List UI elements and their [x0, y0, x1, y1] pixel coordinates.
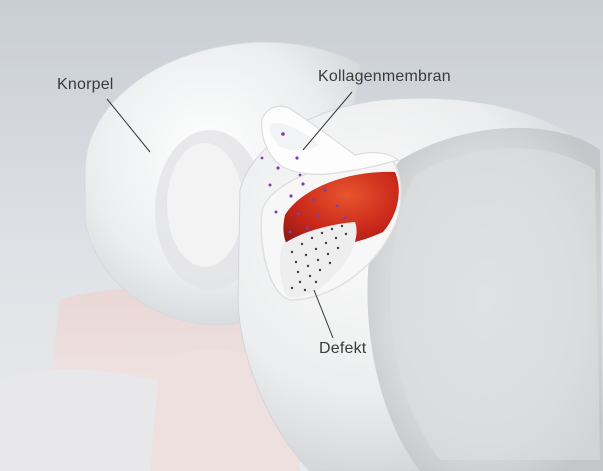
label-kollagenmembran: Kollagenmembran — [318, 68, 451, 86]
label-knorpel: Knorpel — [57, 76, 114, 94]
label-defekt: Defekt — [319, 340, 366, 358]
